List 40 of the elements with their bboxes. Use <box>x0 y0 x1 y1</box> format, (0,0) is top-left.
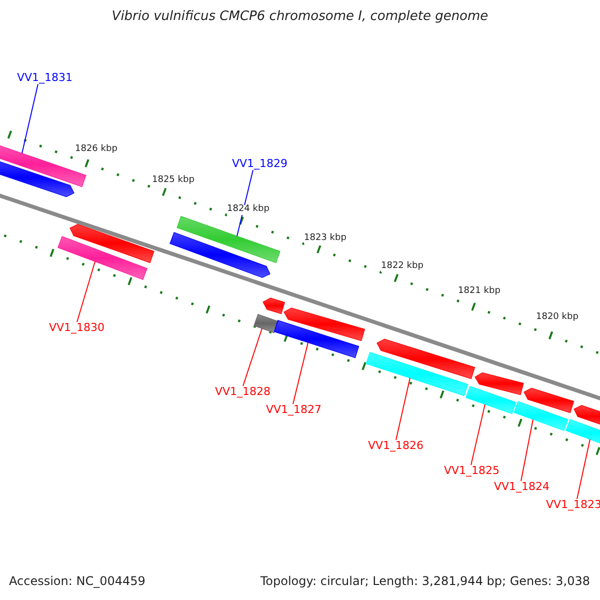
gene-block <box>514 401 568 431</box>
gene-block <box>366 352 468 396</box>
gene-block <box>70 224 154 264</box>
gene-label: VV1_1824 <box>494 481 550 494</box>
gene-block <box>170 232 270 278</box>
gene-label: VV1_1828 <box>215 386 271 398</box>
leader-line <box>470 404 486 466</box>
scale-label: 1823 kbp <box>304 234 346 244</box>
scale-label: 1821 kbp <box>458 287 500 297</box>
leader-line <box>22 84 38 154</box>
scale-label: 1822 kbp <box>381 262 424 272</box>
leader-line <box>76 261 96 322</box>
scale-label: 1820 kbp <box>536 313 578 323</box>
gene-block <box>274 320 360 358</box>
gene-block <box>284 308 366 342</box>
gene-block <box>254 314 278 334</box>
gene-label: VV1_1831 <box>17 72 73 84</box>
gene-block <box>176 216 280 264</box>
gene-block <box>376 338 476 380</box>
leader-line <box>396 378 410 440</box>
gene-label: VV1_1830 <box>49 322 105 334</box>
gene-label: VV1_1825 <box>444 465 500 478</box>
gene-block <box>474 372 524 396</box>
gene-block <box>466 386 516 414</box>
gene-label: VV1_1826 <box>368 440 424 452</box>
gene-label: VV1_1827 <box>266 404 322 416</box>
map-title: Vibrio vulnificus CMCP6 chromosome I, complete genome <box>110 10 490 24</box>
leader-line <box>242 328 262 386</box>
scale-label: 1824 kbp <box>227 205 270 215</box>
leader-line <box>520 419 534 482</box>
genome-info-text: Topology: circular; Length: 3,281,944 bp; Genes: 3,038 <box>260 575 590 588</box>
gene-block <box>524 388 574 414</box>
accession-text: Accession: NC_004459 <box>9 575 146 588</box>
gene-block <box>262 298 286 314</box>
gene-label: VV1_1829 <box>232 158 288 170</box>
gene-block <box>58 236 148 280</box>
scale-label: 1826 kbp <box>75 145 118 155</box>
leader-line <box>292 342 308 404</box>
leader-line <box>576 438 590 500</box>
scale-label: 1825 kbp <box>152 176 194 186</box>
